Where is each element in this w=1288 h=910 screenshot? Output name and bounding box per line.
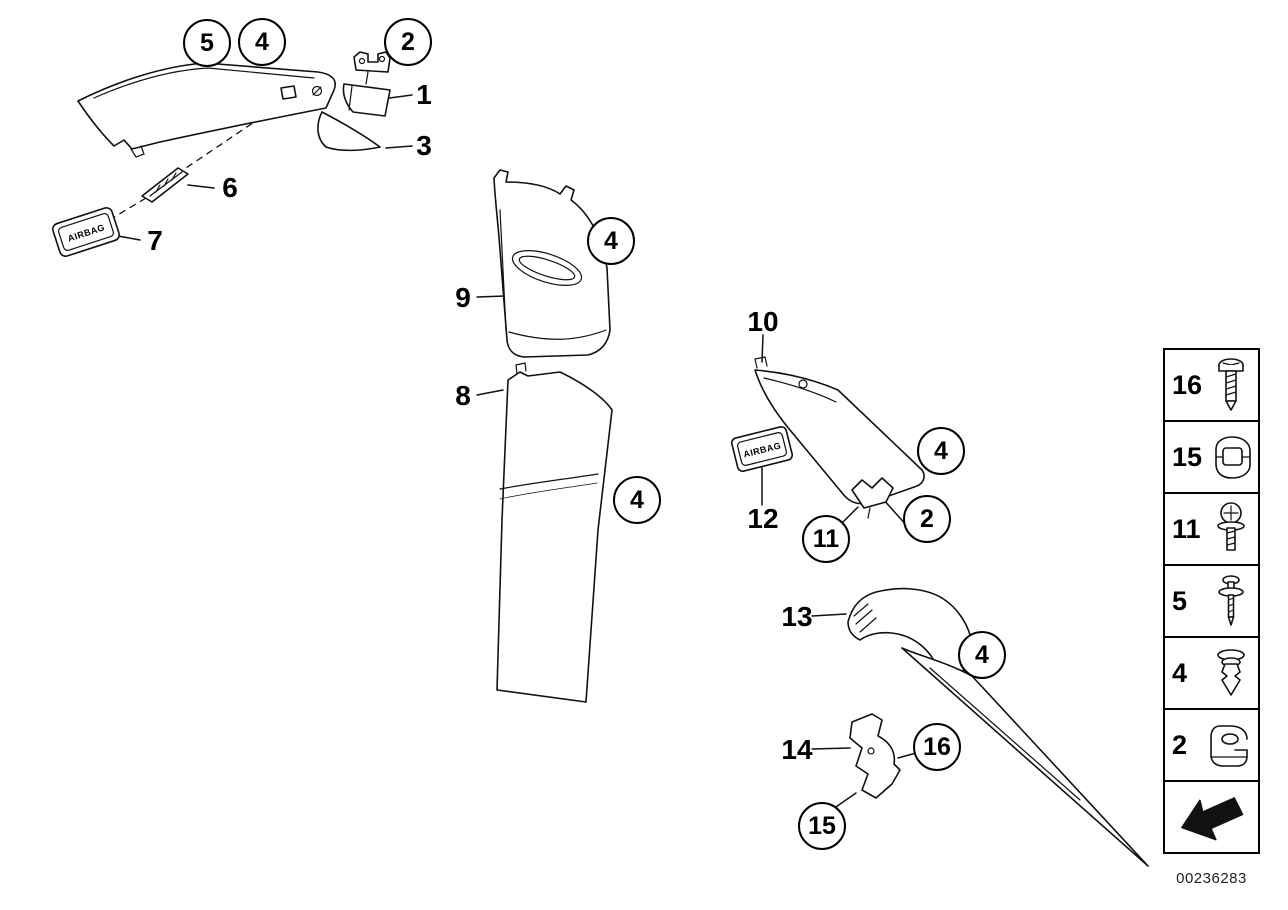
clip-bracket-part11 [851, 477, 894, 519]
fastener-legend: 16 15 [1163, 348, 1260, 854]
airbag-badge-part7: AIRBAG [52, 207, 120, 257]
part-label-8: 8 [455, 380, 471, 411]
flap-part1 [342, 71, 391, 117]
direction-arrow-icon [1165, 786, 1258, 848]
part-label-1: 1 [416, 79, 432, 110]
bracket-part2 [353, 51, 391, 73]
part-label-12: 12 [747, 503, 779, 534]
callout-4-circled-b: 4 [587, 217, 635, 265]
legend-item-11: 11 [1163, 492, 1260, 566]
airbag-badge-part12: AIRBAG [730, 425, 794, 473]
washer-screw-icon [1204, 572, 1258, 630]
legend-label-5: 5 [1172, 585, 1188, 616]
legend-item-direction [1163, 780, 1260, 854]
part-label-14: 14 [781, 734, 813, 765]
b-pillar-upper-trim-part9 [493, 169, 611, 358]
c-pillar-trim-part10 [754, 356, 925, 505]
document-number: 00236283 [1176, 870, 1247, 887]
legend-label-11: 11 [1172, 513, 1201, 544]
b-pillar-lower-trim-part8 [496, 362, 613, 703]
part-label-7: 7 [147, 225, 163, 256]
legend-label-15: 15 [1172, 441, 1203, 472]
callout-4-circled-d: 4 [917, 427, 965, 475]
legend-label-2: 2 [1172, 729, 1188, 760]
part-label-13: 13 [781, 601, 813, 632]
bracket-part14 [849, 713, 901, 799]
a-pillar-trim [77, 62, 336, 158]
callout-5-circled: 5 [183, 19, 231, 67]
callout-2-circled-b: 2 [903, 495, 951, 543]
callout-2-circled-a: 2 [384, 18, 432, 66]
legend-item-16: 16 [1163, 348, 1260, 422]
part-label-10: 10 [747, 306, 779, 337]
legend-item-15: 15 [1163, 420, 1260, 494]
part-label-9: 9 [455, 282, 471, 313]
legend-label-16: 16 [1172, 369, 1203, 400]
legend-label-4: 4 [1172, 657, 1188, 688]
callout-16-circled: 16 [913, 723, 961, 771]
callout-15-circled: 15 [798, 802, 846, 850]
rail-bracket-part6 [141, 167, 189, 203]
callout-11-circled: 11 [802, 515, 850, 563]
clamp-nut-icon [1204, 719, 1258, 771]
callout-4-circled-a: 4 [238, 18, 286, 66]
expansion-rivet-icon [1204, 645, 1258, 701]
callout-4-circled-c: 4 [613, 476, 661, 524]
trim-tip-part3 [317, 111, 381, 152]
legend-item-5: 5 [1163, 564, 1260, 638]
callout-4-circled-e: 4 [958, 631, 1006, 679]
cage-clip-icon [1204, 431, 1258, 483]
legend-item-2: 2 [1163, 708, 1260, 782]
flange-screw-icon [1204, 355, 1258, 415]
pan-head-screw-icon [1204, 500, 1258, 558]
part-label-6: 6 [222, 172, 238, 203]
part-label-3: 3 [416, 130, 432, 161]
legend-item-4: 4 [1163, 636, 1260, 710]
